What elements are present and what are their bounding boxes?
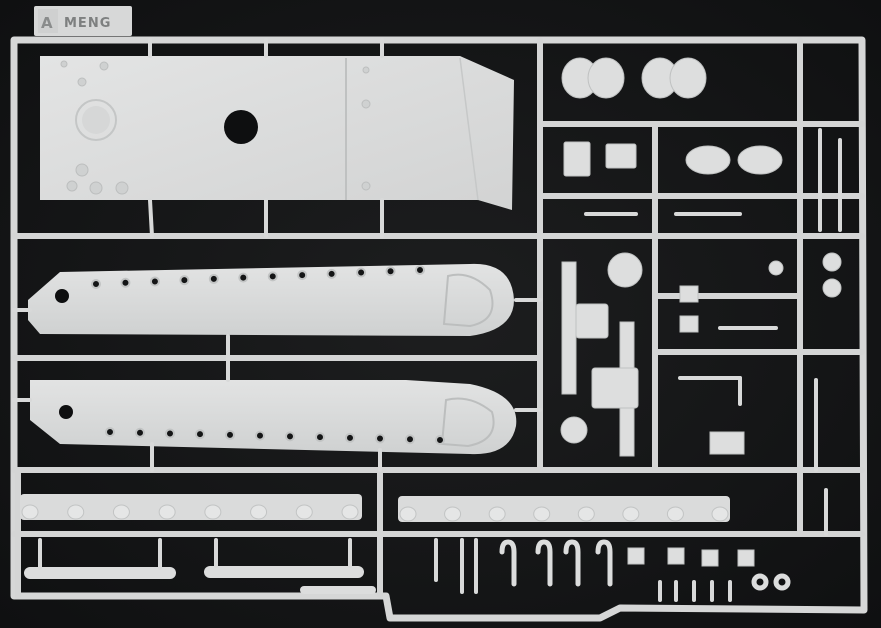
bottom-rails [24,566,376,594]
strip-boss [21,504,39,520]
strip-boss [399,506,417,522]
bottom-strip-right [398,496,730,522]
suspension-hole [415,265,425,275]
tow-hooks [499,539,791,591]
suspension-hole [149,276,160,287]
suspension-hole [179,275,190,286]
suspension-hole [105,427,115,437]
strip-boss [622,506,640,522]
strip-boss [666,506,684,522]
brand-logo-text: MENG [64,16,111,31]
tag-letter: A [41,14,53,32]
strip-boss [341,504,359,520]
suspension-hole [375,433,385,444]
strip-boss [67,504,85,520]
suspension-hole [225,429,235,440]
strip-boss [250,504,268,520]
suspension-hole [165,428,175,439]
suspension-hole [120,277,131,288]
strip-boss [112,504,130,520]
sprue-runners [11,37,865,599]
suspension-hole [435,435,445,445]
strip-boss [295,504,313,520]
suspension-hole [285,431,295,442]
sprue-gates [12,38,842,602]
strip-boss [533,506,551,522]
strip-boss [711,506,729,522]
hull-plate [40,56,514,210]
small-parts [560,57,842,567]
side-panel-upper [28,263,514,336]
suspension-hole [297,270,308,281]
strip-boss [488,506,506,522]
sprue-tag: A MENG [34,6,132,36]
suspension-hole [267,271,278,282]
suspension-hole [356,267,367,278]
suspension-hole [345,432,355,443]
suspension-hole [255,430,265,441]
suspension-hole [91,279,101,289]
suspension-hole [135,427,145,438]
suspension-hole [405,434,415,445]
suspension-hole [238,272,249,283]
suspension-hole [385,266,396,277]
suspension-hole [326,268,337,279]
bottom-strip-left [20,494,362,520]
sprue-frame [10,36,868,622]
strip-boss [577,506,595,522]
strip-boss [204,504,222,520]
turret-hole [224,110,258,144]
suspension-hole [315,432,325,443]
suspension-hole [195,429,205,440]
suspension-hole [208,273,219,284]
side-panel-lower [30,380,517,455]
strip-boss [444,506,462,522]
strip-boss [158,504,176,520]
